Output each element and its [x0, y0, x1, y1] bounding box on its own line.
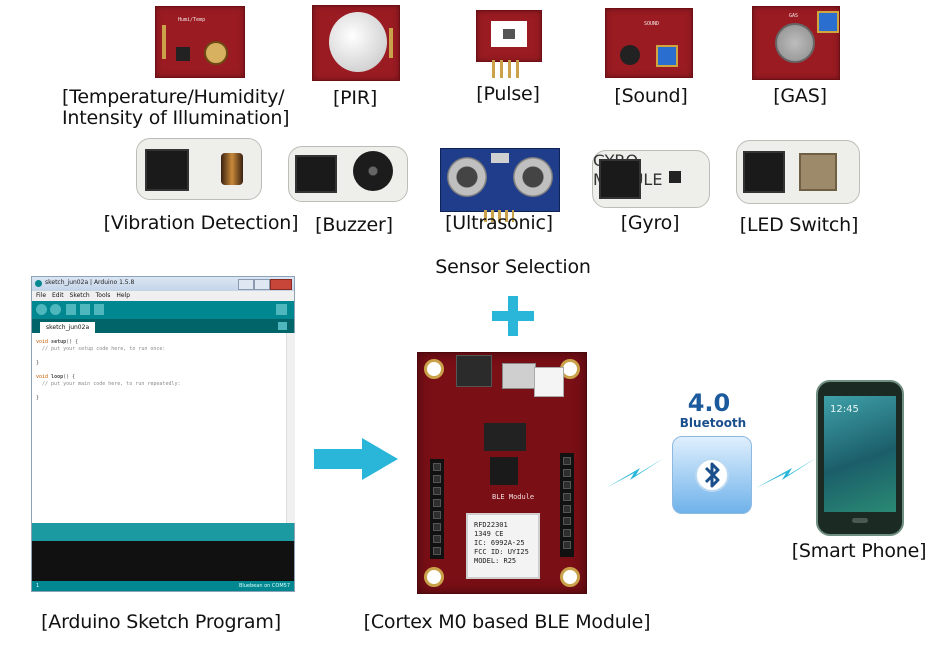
code-line — [36, 353, 181, 360]
phone-clock: 12:45 — [830, 404, 859, 415]
maximize-button[interactable] — [254, 279, 270, 290]
menu-sketch[interactable]: Sketch — [69, 292, 90, 299]
sensor-ultrasonic-board — [440, 148, 560, 212]
label-ultrasonic: [Ultrasonic] — [445, 212, 553, 234]
serial-monitor-button[interactable] — [276, 304, 287, 315]
lightning-bolt-left-icon — [606, 458, 664, 488]
label-pir: [PIR] — [332, 87, 378, 109]
label-temp-humid: [Temperature/Humidity/ Intensity of Illu… — [62, 87, 298, 129]
code-line: } — [36, 395, 40, 401]
mount-hole-tl — [424, 359, 444, 379]
arduino-status-bar: 1 Bluebean on COM57 — [32, 581, 294, 591]
phone-screen: 12:45 — [824, 396, 896, 512]
ble-silk-label: BLE Module — [492, 493, 535, 501]
label-temp-humid-line1: [Temperature/Humidity/ — [62, 86, 285, 108]
tab-sketch[interactable]: sketch_jun02a — [40, 322, 96, 333]
bluetooth-version: 4.0 — [687, 389, 731, 417]
code-line: // put your main code here, to run repea… — [36, 381, 181, 387]
rfd-chip: RFD22301 1349 CE IC: 6992A-25 FCC ID: UY… — [466, 513, 540, 579]
sensor-pulse-board — [476, 10, 542, 62]
label-sound: [Sound] — [614, 85, 688, 107]
arduino-toolbar — [32, 301, 294, 319]
status-line-number: 1 — [36, 583, 40, 589]
tab-menu-button[interactable] — [278, 322, 287, 330]
usb-port — [502, 363, 536, 389]
save-button[interactable] — [94, 304, 104, 315]
smart-phone-caption: [Smart Phone] — [791, 540, 927, 562]
code-line: void setup() { — [36, 339, 79, 345]
code-line — [36, 367, 181, 374]
sensor-temp-humid-board: Humi/Temp — [155, 6, 245, 78]
plus-icon — [492, 296, 534, 336]
sensor-sound-board: SOUND — [605, 8, 693, 78]
mount-hole-br — [560, 567, 580, 587]
ble-module-board: BLE Module RFD22301 1349 CE IC: 6992A-25… — [417, 352, 587, 594]
menu-help[interactable]: Help — [116, 292, 131, 299]
sensor-ultrasonic-pins — [484, 210, 514, 222]
smart-phone: 12:45 — [816, 380, 904, 536]
battery-connector — [534, 367, 564, 397]
menu-file[interactable]: File — [36, 292, 47, 299]
sensor-selection-caption: Sensor Selection — [435, 256, 591, 278]
sensor-pir-board — [312, 5, 400, 81]
code-line: void loop() { — [36, 374, 76, 380]
mount-hole-bl — [424, 567, 444, 587]
dip-switch — [484, 423, 526, 451]
label-gas: [GAS] — [773, 85, 827, 107]
menu-edit[interactable]: Edit — [51, 292, 64, 299]
arduino-app-icon — [35, 280, 42, 287]
label-vibration: [Vibration Detection] — [103, 212, 299, 234]
sensor-pulse-pins — [492, 60, 522, 78]
pin-header-left — [430, 459, 444, 559]
label-led-switch: [LED Switch] — [739, 214, 859, 236]
new-button[interactable] — [66, 304, 76, 315]
rfd-line-2: 1349 CE — [474, 530, 504, 538]
sensor-buzzer-board — [288, 146, 408, 202]
mcu-chip — [490, 457, 518, 485]
code-line: // put your setup code here, to run once… — [36, 346, 166, 352]
battery-switch — [456, 355, 492, 387]
arduino-window-title: sketch_jun02a | Arduino 1.5.8 — [45, 279, 135, 286]
rfd-line-5: MODEL: R25 — [474, 557, 517, 565]
arduino-console — [32, 541, 294, 581]
sensor-led-switch-board — [736, 140, 860, 204]
open-button[interactable] — [80, 304, 90, 315]
sensor-gyro-board: GYRO MODULE — [592, 150, 710, 208]
rfd-line-1: RFD22301 — [474, 521, 508, 529]
sensor-vibration-board — [136, 138, 262, 200]
bluetooth-icon — [672, 436, 752, 514]
rfd-line-3: IC: 6992A-25 — [474, 539, 525, 547]
code-lines: void setup() { // put your setup code he… — [36, 339, 181, 402]
close-button[interactable] — [270, 279, 292, 290]
arduino-caption: [Arduino Sketch Program] — [41, 611, 281, 633]
ble-module-caption: [Cortex M0 based BLE Module] — [363, 611, 651, 633]
label-temp-humid-line2: Intensity of Illumination] — [62, 107, 290, 129]
label-buzzer: [Buzzer] — [315, 214, 393, 236]
sensor-gas-board: GAS — [752, 6, 840, 80]
arrow-right-icon — [314, 438, 398, 480]
arduino-tab-strip: sketch_jun02a — [32, 319, 294, 333]
verify-button[interactable] — [36, 304, 47, 315]
arduino-title-bar: sketch_jun02a | Arduino 1.5.8 — [32, 277, 294, 291]
code-line: } — [36, 360, 40, 366]
lightning-bolt-right-icon — [756, 458, 816, 488]
arduino-menu-bar: File Edit Sketch Tools Help — [32, 291, 294, 301]
pin-header-right — [560, 453, 574, 557]
upload-button[interactable] — [50, 304, 61, 315]
code-line — [36, 388, 181, 395]
editor-scrollbar[interactable] — [286, 333, 295, 523]
status-port: Bluebean on COM57 — [238, 583, 290, 589]
rfd-line-4: FCC ID: UYI25 — [474, 548, 529, 556]
minimize-button[interactable] — [238, 279, 254, 290]
menu-tools[interactable]: Tools — [95, 292, 111, 299]
bluetooth-brand: Bluetooth — [679, 416, 747, 430]
arduino-message-bar — [32, 523, 294, 541]
arduino-code-editor[interactable]: void setup() { // put your setup code he… — [32, 333, 295, 523]
arduino-ide-window: sketch_jun02a | Arduino 1.5.8 File Edit … — [31, 276, 295, 592]
label-pulse: [Pulse] — [476, 83, 540, 105]
phone-home-button — [852, 518, 868, 523]
label-gyro: [Gyro] — [620, 212, 680, 234]
